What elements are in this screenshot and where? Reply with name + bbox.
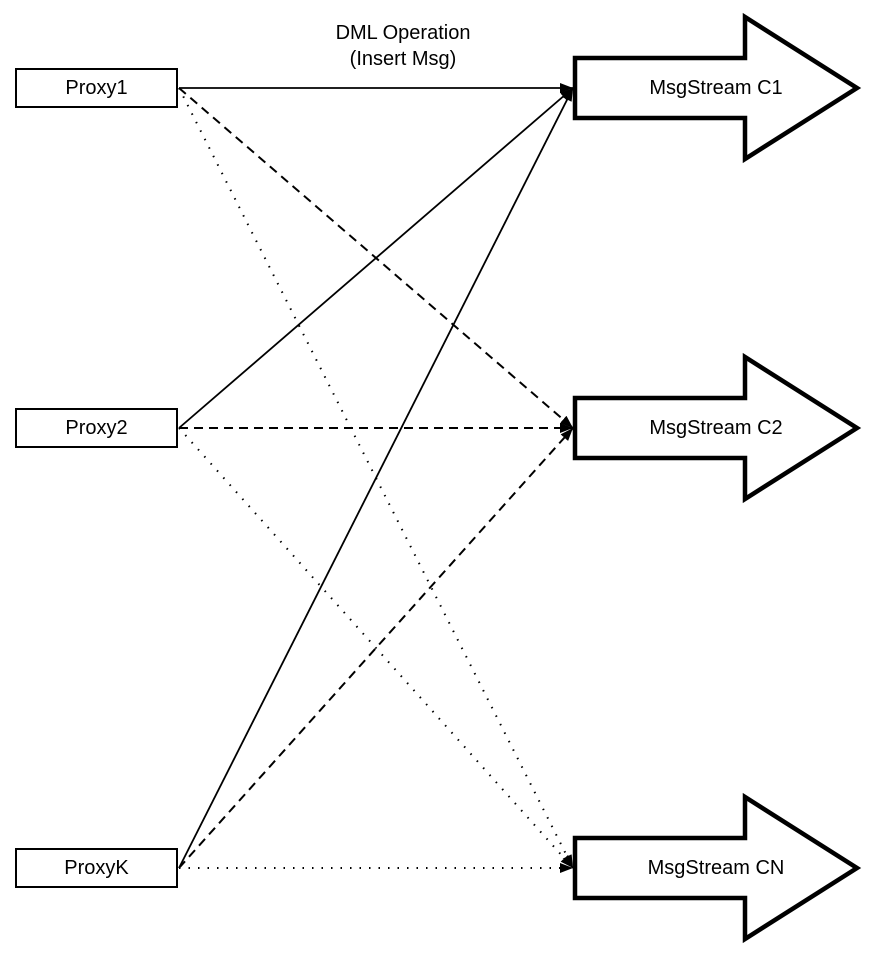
proxy2-box: Proxy2	[15, 408, 178, 448]
connections-layer	[178, 83, 574, 873]
proxy1-label: Proxy1	[65, 76, 128, 99]
connection-proxy2-cn	[178, 427, 574, 869]
msgstream-c2-arrow	[572, 352, 862, 504]
msgstream-cn-arrow	[572, 792, 862, 944]
diagram-title: DML Operation (Insert Msg)	[253, 20, 553, 72]
proxy1-box: Proxy1	[15, 68, 178, 108]
proxyk-label: ProxyK	[64, 856, 129, 879]
proxyk-box: ProxyK	[15, 848, 178, 888]
diagram-title-line2: (Insert Msg)	[349, 48, 457, 70]
proxy2-label: Proxy2	[65, 416, 128, 439]
connection-proxyk-c2	[178, 427, 574, 869]
msgstream-c1-arrow	[572, 12, 862, 164]
connection-proxy2-c1	[178, 87, 574, 429]
connection-proxyk-c1	[178, 87, 574, 869]
diagram-title-line1: DML Operation	[335, 22, 471, 44]
